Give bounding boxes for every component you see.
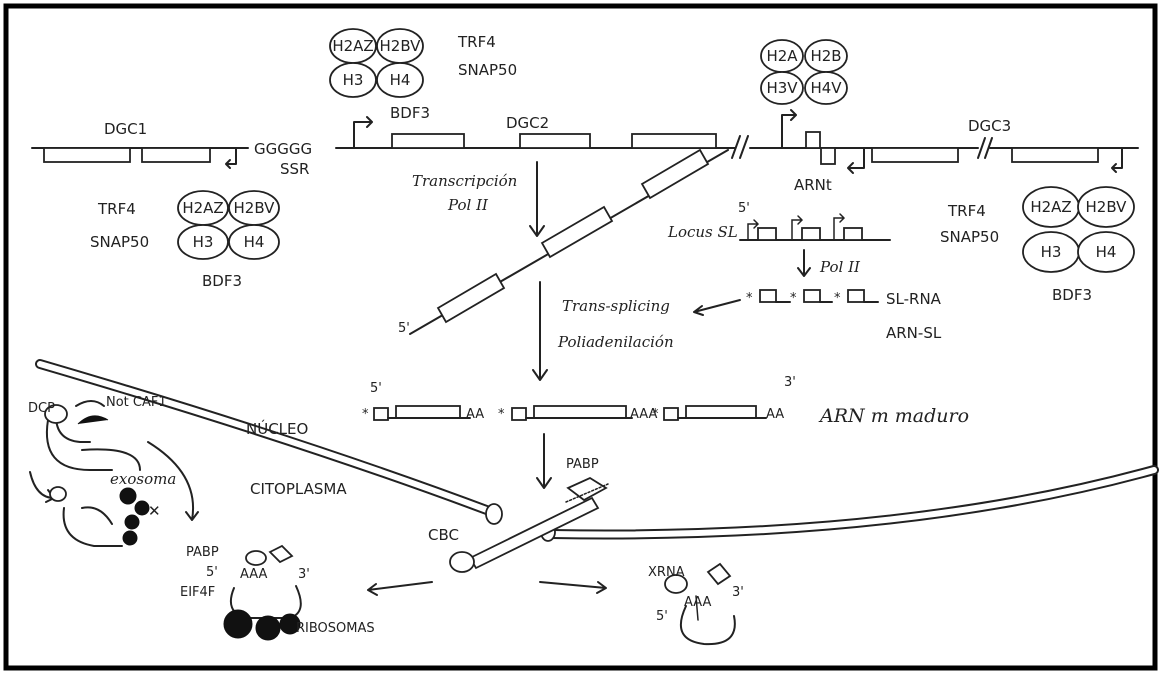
pabp-label-export: PABP bbox=[566, 457, 599, 472]
translation-5prime: 5' bbox=[206, 565, 218, 580]
ssr-sequence: GGGGG bbox=[254, 140, 312, 158]
snap50-label-top: SNAP50 bbox=[458, 61, 517, 79]
trf4-label-right: TRF4 bbox=[947, 202, 986, 220]
svg-text:*: * bbox=[746, 291, 753, 306]
cbc-cap bbox=[450, 552, 474, 572]
histone-h2bv: H2BV bbox=[380, 37, 422, 55]
svg-text:*: * bbox=[652, 407, 659, 422]
histone-h2b: H2B bbox=[810, 47, 841, 65]
svg-text:*: * bbox=[790, 291, 797, 306]
histone-h4: H4 bbox=[390, 71, 411, 89]
histone-h3v: H3V bbox=[766, 79, 798, 97]
ssr-label: SSR bbox=[280, 160, 309, 178]
snap50-label-left: SNAP50 bbox=[90, 233, 149, 251]
dgc1-gene-1 bbox=[44, 148, 130, 162]
trna-box-top bbox=[806, 132, 820, 148]
arn-sl-label: ARN-SL bbox=[886, 324, 942, 342]
histone-h2az-right: H2AZ bbox=[1030, 198, 1071, 216]
bdf3-label-top: BDF3 bbox=[390, 104, 430, 122]
pol-ii-label: Pol II bbox=[447, 196, 489, 214]
histone-h3-left: H3 bbox=[193, 233, 214, 251]
xrna-3prime: 3' bbox=[732, 585, 744, 600]
sl-locus-5prime: 5' bbox=[738, 201, 750, 216]
translation-3prime: 3' bbox=[298, 567, 310, 582]
histone-h4v: H4V bbox=[810, 79, 842, 97]
transcript-5prime: 5' bbox=[398, 321, 410, 336]
sl-pol-ii-label: Pol II bbox=[819, 258, 861, 276]
transcription-label: Transcripción bbox=[412, 172, 517, 190]
xrna-5prime: 5' bbox=[656, 609, 668, 624]
poliadenilacion-label: Poliadenilación bbox=[557, 333, 674, 351]
bdf3-label-right: BDF3 bbox=[1052, 286, 1092, 304]
histone-h4-left: H4 bbox=[244, 233, 265, 251]
cbc-label: CBC bbox=[428, 526, 459, 544]
pabp-label-translation: PABP bbox=[186, 545, 219, 560]
dcp-label: DCP bbox=[28, 401, 55, 416]
not-caf-label: Not CAF1 bbox=[106, 395, 167, 410]
histone-h3: H3 bbox=[343, 71, 364, 89]
trans-splicing-label: Trans-splicing bbox=[562, 297, 670, 315]
dgc3-label: DGC3 bbox=[968, 117, 1011, 135]
bdf3-label-left: BDF3 bbox=[202, 272, 242, 290]
arnt-label: ARNt bbox=[794, 176, 832, 194]
dgc1-gene-2 bbox=[142, 148, 210, 162]
dgc2-gene-2 bbox=[520, 134, 590, 148]
translation-aaa: AAA bbox=[240, 567, 268, 582]
nucleo-label: NÚCLEO bbox=[246, 419, 308, 438]
svg-text:*: * bbox=[498, 407, 505, 422]
dgc3-gene-1 bbox=[872, 148, 958, 162]
sl-rna-label: SL-RNA bbox=[886, 290, 942, 308]
dgc3-gene-2 bbox=[1012, 148, 1098, 162]
svg-text:*: * bbox=[362, 407, 369, 422]
citoplasma-label: CITOPLASMA bbox=[250, 480, 347, 498]
trna-box-bottom bbox=[821, 148, 835, 164]
histone-h2bv-left: H2BV bbox=[234, 199, 276, 217]
histone-h2a: H2A bbox=[766, 47, 798, 65]
trf4-label-top: TRF4 bbox=[457, 33, 496, 51]
mature-mrna-label: ARN m maduro bbox=[818, 405, 969, 427]
mature-5prime: 5' bbox=[370, 381, 382, 396]
histone-h4-right: H4 bbox=[1096, 243, 1117, 261]
dgc2-gene-3 bbox=[632, 134, 716, 148]
histone-h3-right: H3 bbox=[1041, 243, 1062, 261]
trf4-label-left: TRF4 bbox=[97, 200, 136, 218]
xrna-aaa: AAA bbox=[684, 595, 712, 610]
histone-h2bv-right: H2BV bbox=[1086, 198, 1128, 216]
histone-h2az: H2AZ bbox=[332, 37, 373, 55]
ribosomas-label: RIBOSOMAS bbox=[296, 621, 375, 636]
eif4f-label: EIF4F bbox=[180, 585, 215, 600]
nuclear-pore-left bbox=[486, 504, 502, 524]
dgc1-label: DGC1 bbox=[104, 120, 147, 138]
mature-aa-3: AA bbox=[766, 407, 784, 422]
dgc2-label: DGC2 bbox=[506, 114, 549, 132]
snap50-label-right: SNAP50 bbox=[940, 228, 999, 246]
xrna-label: XRNA bbox=[648, 565, 685, 580]
svg-text:*: * bbox=[834, 291, 841, 306]
locus-sl-label: Locus SL bbox=[667, 223, 738, 241]
histone-h2az-left: H2AZ bbox=[182, 199, 223, 217]
exosome-x: ✕ bbox=[148, 502, 161, 520]
mature-3prime: 3' bbox=[784, 375, 796, 390]
dgc2-gene-1 bbox=[392, 134, 464, 148]
exosoma-label: exosoma bbox=[110, 470, 176, 488]
mature-aa-1: AA bbox=[466, 407, 484, 422]
